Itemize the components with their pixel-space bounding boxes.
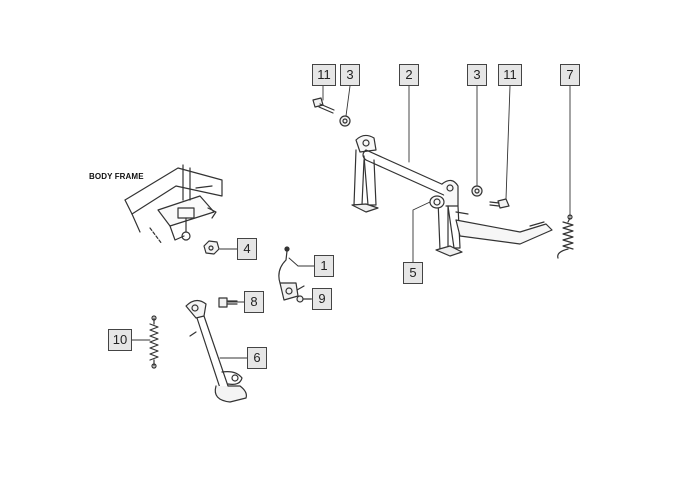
side-stand-icon [185, 299, 247, 403]
side-stand-switch-icon [278, 246, 305, 301]
bolt-icon [218, 297, 238, 308]
callout-9[interactable]: 9 [312, 288, 332, 310]
callout-3-right[interactable]: 3 [467, 64, 487, 86]
spring-left-icon [149, 315, 159, 369]
callout-11-left[interactable]: 11 [312, 64, 336, 86]
bolt-left-icon [312, 97, 335, 114]
nut-icon [203, 240, 220, 255]
callout-11-right[interactable]: 11 [498, 64, 522, 86]
bolt-right-icon [489, 198, 510, 209]
body-frame-label: BODY FRAME [89, 172, 144, 181]
callout-10[interactable]: 10 [108, 329, 132, 351]
spring-right-icon [557, 214, 574, 259]
callout-4[interactable]: 4 [237, 238, 257, 260]
callout-2[interactable]: 2 [399, 64, 419, 86]
callout-6[interactable]: 6 [247, 347, 267, 369]
body-frame-illustration [124, 164, 223, 245]
callout-8[interactable]: 8 [244, 291, 264, 313]
leader-lines [131, 85, 571, 359]
callout-5[interactable]: 5 [403, 262, 423, 284]
main-stand-icon [351, 134, 553, 257]
callout-7[interactable]: 7 [560, 64, 580, 86]
washer-left-icon [339, 115, 351, 127]
washer-right-icon [471, 185, 483, 197]
callout-1[interactable]: 1 [314, 255, 334, 277]
callout-3-left[interactable]: 3 [340, 64, 360, 86]
